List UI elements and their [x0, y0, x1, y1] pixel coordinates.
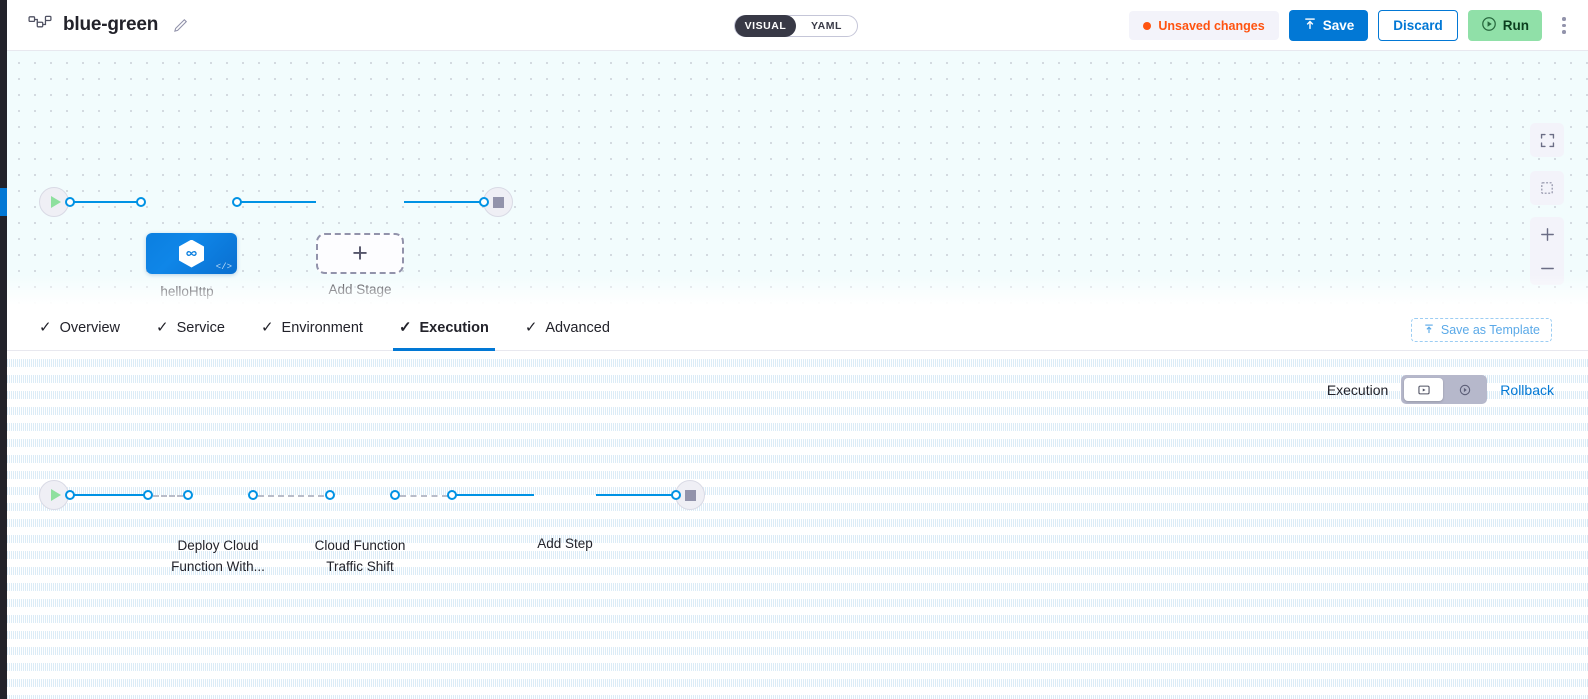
- discard-button[interactable]: Discard: [1378, 10, 1458, 41]
- save-button[interactable]: Save: [1288, 10, 1369, 41]
- step1-output-port[interactable]: [248, 490, 258, 500]
- execution-view-icon[interactable]: [1404, 378, 1444, 401]
- zoom-to-selection-icon[interactable]: [1530, 171, 1564, 205]
- tab-environment[interactable]: ✓ Environment: [243, 305, 381, 351]
- template-upload-icon: [1423, 323, 1435, 338]
- execution-start-node[interactable]: [39, 480, 69, 510]
- step-label-line1: Cloud Function: [314, 538, 406, 553]
- unsaved-changes-label: Unsaved changes: [1158, 18, 1265, 33]
- link-start-to-hellohttp: [70, 201, 138, 204]
- fit-to-screen-icon[interactable]: [1530, 123, 1564, 157]
- step2-input-port[interactable]: [325, 490, 335, 500]
- zoom-out-icon[interactable]: [1530, 251, 1564, 285]
- add-stage-label: Add Stage: [328, 282, 392, 297]
- unsaved-dot-icon: [1143, 21, 1152, 30]
- link-step1-to-step2: [258, 495, 324, 497]
- zoom-in-icon[interactable]: [1530, 217, 1564, 251]
- execution-start-output-port[interactable]: [65, 490, 75, 500]
- tab-service-label: Service: [176, 319, 225, 336]
- tab-advanced[interactable]: ✓ Advanced: [507, 305, 628, 351]
- link-group-in-to-step1: [153, 495, 183, 497]
- execution-mode-label: Execution: [1326, 381, 1389, 398]
- save-as-template-label: Save as Template: [1440, 323, 1540, 337]
- pipeline-nodes-icon: [28, 15, 52, 35]
- link-hellohttp-to-addstage: [237, 201, 316, 204]
- start-output-port[interactable]: [65, 197, 75, 207]
- header-actions: Unsaved changes Save Discard: [1129, 0, 1574, 51]
- rollback-view-icon[interactable]: [1445, 378, 1484, 401]
- stages-canvas[interactable]: </> + helloHttp Add Stage: [7, 51, 1588, 305]
- add-step-label: Add Step: [537, 536, 593, 551]
- tab-yaml[interactable]: YAML: [811, 20, 842, 32]
- tab-service[interactable]: ✓ Service: [138, 305, 243, 351]
- add-stage-button[interactable]: +: [316, 233, 404, 274]
- stage-node-hellohttp[interactable]: </>: [146, 233, 237, 274]
- group-output-port[interactable]: [447, 490, 457, 500]
- hexagon-infinity-icon: [179, 239, 204, 268]
- fit-to-screen-button[interactable]: [1530, 123, 1564, 157]
- link-addstep-to-end: [596, 494, 678, 497]
- rollback-link[interactable]: Rollback: [1500, 381, 1554, 398]
- hellohttp-input-port[interactable]: [136, 197, 146, 207]
- step-label-line2: Traffic Shift: [326, 559, 394, 574]
- execution-mode-bar: Execution Rollback: [1327, 375, 1554, 404]
- hellohttp-output-port[interactable]: [232, 197, 242, 207]
- run-button[interactable]: Run: [1467, 10, 1542, 41]
- execution-end-input-port[interactable]: [671, 490, 681, 500]
- check-icon: ✓: [524, 319, 538, 336]
- pencil-icon[interactable]: [172, 17, 189, 34]
- group-input-port[interactable]: [143, 490, 153, 500]
- discard-button-label: Discard: [1393, 18, 1443, 33]
- tab-environment-label: Environment: [281, 319, 363, 336]
- view-mode-toggle[interactable]: VISUAL YAML: [734, 15, 858, 37]
- pipeline-start-node[interactable]: [39, 187, 69, 217]
- link-group-to-addstep: [454, 494, 534, 497]
- tab-overview[interactable]: ✓ Overview: [21, 305, 138, 351]
- check-icon: ✓: [398, 319, 412, 336]
- check-icon: ✓: [260, 319, 274, 336]
- run-button-label: Run: [1502, 18, 1529, 33]
- step-label-deploy-cloud-function: Deploy Cloud Function With...: [153, 535, 283, 577]
- stage-code-badge-icon: </>: [215, 262, 232, 272]
- left-nav-rail: [0, 0, 7, 699]
- save-upload-icon: [1303, 17, 1317, 34]
- zoom-to-selection-button[interactable]: [1530, 171, 1564, 205]
- play-icon: [50, 196, 61, 208]
- save-button-label: Save: [1322, 18, 1355, 33]
- plus-icon: +: [352, 238, 368, 268]
- tab-execution-label: Execution: [419, 319, 489, 336]
- play-icon: [50, 489, 61, 501]
- execution-rollback-toggle[interactable]: [1401, 375, 1488, 404]
- kebab-menu-icon[interactable]: [1554, 10, 1574, 41]
- pipeline-header: blue-green VISUAL YAML Unsaved changes: [7, 0, 1588, 51]
- stop-icon: [492, 196, 504, 208]
- zoom-controls[interactable]: [1530, 217, 1564, 285]
- step-label-line2: Function With...: [171, 559, 265, 574]
- stage-label-hellohttp: helloHttp: [160, 284, 214, 299]
- tab-overview-label: Overview: [59, 319, 121, 336]
- tab-execution[interactable]: ✓ Execution: [381, 305, 507, 351]
- end-input-port[interactable]: [479, 197, 489, 207]
- link-start-to-group: [70, 494, 146, 497]
- unsaved-changes-badge: Unsaved changes: [1129, 11, 1279, 40]
- step-label-line1: Deploy Cloud: [177, 538, 259, 553]
- step1-input-port[interactable]: [183, 490, 193, 500]
- step2-output-port[interactable]: [390, 490, 400, 500]
- execution-canvas[interactable]: Execution Rollback: [7, 351, 1588, 699]
- tab-advanced-label: Advanced: [545, 319, 610, 336]
- link-addstage-to-end: [404, 201, 484, 204]
- step-label-cloud-function-traffic-shift: Cloud Function Traffic Shift: [295, 535, 425, 577]
- execution-end-node[interactable]: [675, 480, 705, 510]
- link-step2-to-group-out: [400, 495, 448, 497]
- left-nav-active-indicator: [0, 188, 7, 216]
- check-icon: ✓: [39, 319, 52, 336]
- save-as-template-button[interactable]: Save as Template: [1410, 318, 1552, 342]
- stop-icon: [684, 489, 696, 501]
- header-left-group: blue-green: [7, 14, 189, 36]
- check-icon: ✓: [156, 319, 169, 336]
- page-title: blue-green: [63, 14, 159, 35]
- stage-config-tabs: ✓ Overview ✓ Service ✓ Environment ✓ Exe…: [7, 305, 1588, 351]
- tab-visual[interactable]: VISUAL: [735, 15, 796, 37]
- run-play-icon: [1481, 16, 1497, 35]
